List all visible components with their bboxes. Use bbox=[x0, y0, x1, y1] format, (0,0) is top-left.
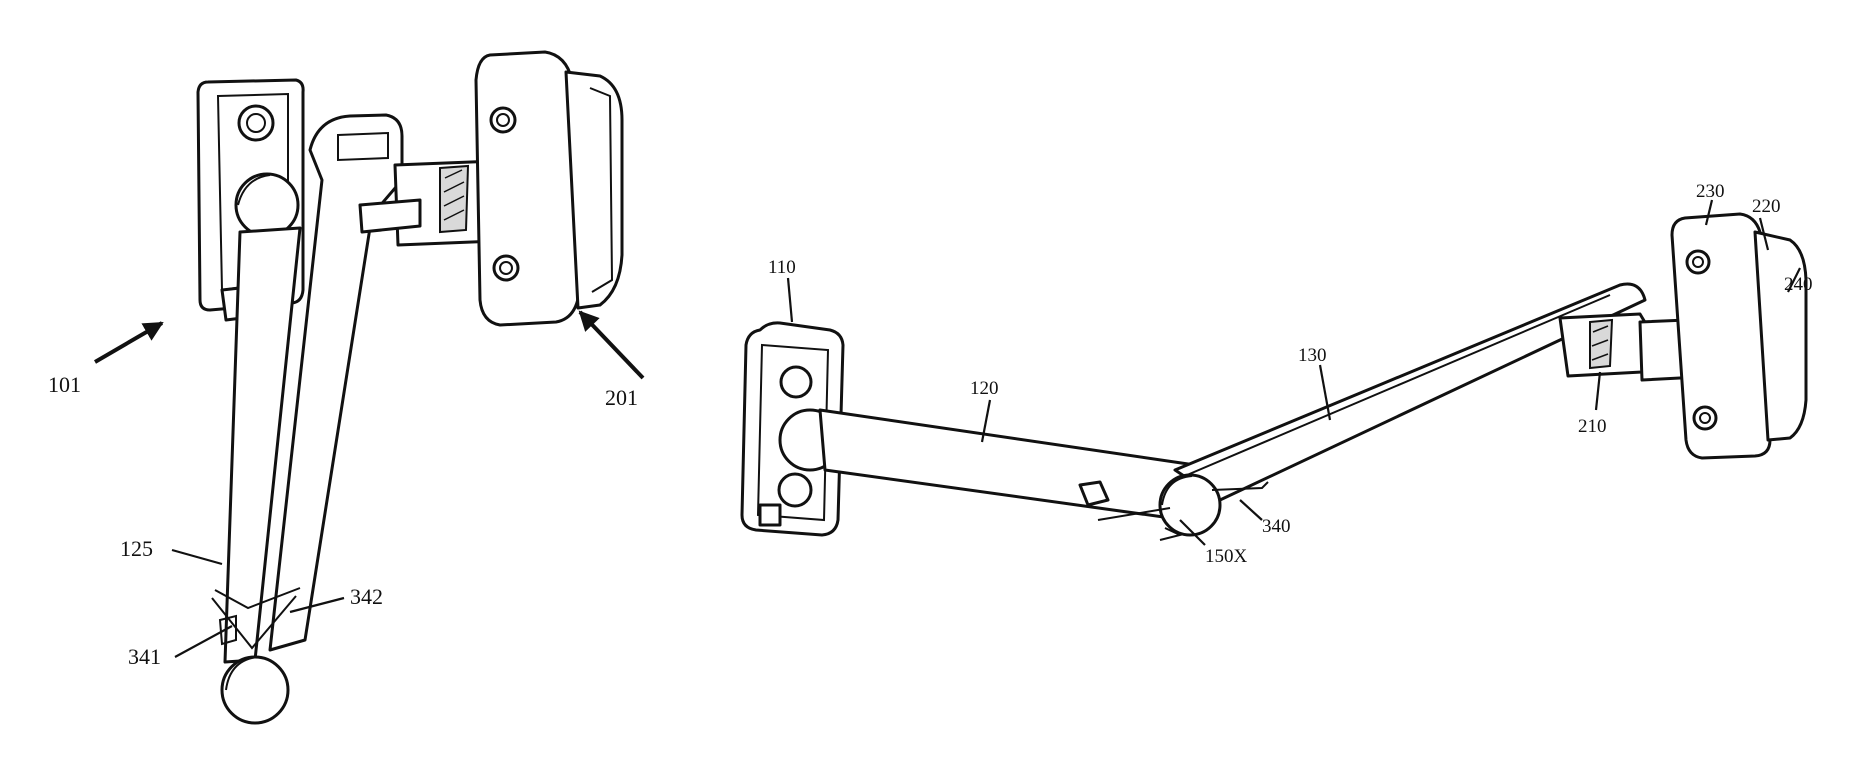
figure-extended: 110 120 130 150X 340 210 230 220 240 bbox=[742, 181, 1813, 567]
right-bracket-folded bbox=[360, 52, 622, 325]
link-120 bbox=[820, 410, 1195, 520]
label-230: 230 bbox=[1696, 181, 1725, 202]
label-101: 101 bbox=[48, 372, 81, 397]
label-342: 342 bbox=[350, 584, 383, 609]
leader-340 bbox=[1240, 500, 1262, 520]
label-341: 341 bbox=[128, 644, 161, 669]
label-220: 220 bbox=[1752, 196, 1781, 217]
label-340: 340 bbox=[1262, 516, 1291, 537]
leader-110 bbox=[788, 278, 792, 322]
label-110: 110 bbox=[768, 257, 796, 278]
label-120: 120 bbox=[970, 378, 999, 399]
label-201: 201 bbox=[605, 385, 638, 410]
foot-pivot bbox=[222, 657, 288, 723]
leader-341 bbox=[175, 626, 232, 657]
leader-125 bbox=[172, 550, 222, 564]
label-150X: 150X bbox=[1205, 546, 1248, 567]
label-240: 240 bbox=[1784, 274, 1813, 295]
label-125: 125 bbox=[120, 536, 153, 561]
label-130: 130 bbox=[1298, 345, 1327, 366]
figure-folded: 101 201 125 342 341 bbox=[48, 52, 643, 723]
arrow-201 bbox=[580, 312, 643, 378]
arrow-101 bbox=[95, 323, 162, 362]
leader-210 bbox=[1596, 372, 1600, 410]
label-210: 210 bbox=[1578, 416, 1607, 437]
